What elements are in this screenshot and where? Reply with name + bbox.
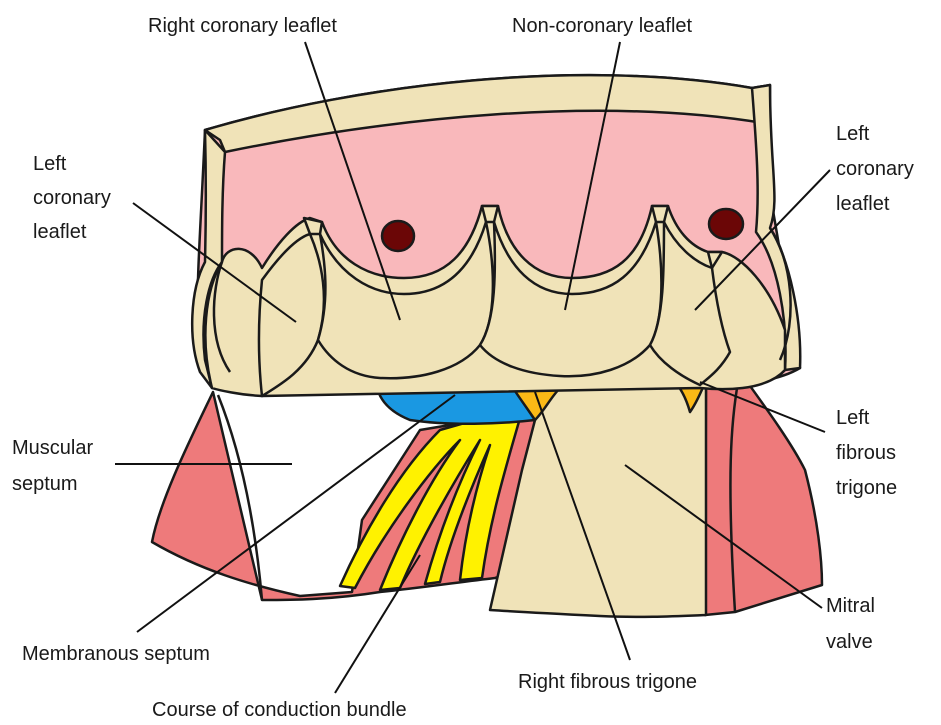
commissure-post-center (482, 206, 498, 222)
left-coronary-ostium (709, 209, 743, 239)
label-mitral-valve: Mitral valve (826, 595, 880, 653)
label-right-fibrous-trigone: Right fibrous trigone (518, 671, 697, 693)
label-left-fibrous-trigone: Left fibrous trigone (836, 407, 902, 499)
label-left-coronary-leaflet-right: Left coronary leaflet (836, 123, 919, 215)
label-left-coronary-leaflet-left: Left coronary leaflet (33, 153, 116, 243)
label-course-of-conduction-bundle: Course of conduction bundle (152, 699, 407, 721)
label-muscular-septum: Muscular septum (12, 437, 99, 495)
label-right-coronary-leaflet: Right coronary leaflet (148, 15, 337, 37)
right-coronary-ostium (382, 221, 414, 251)
commissure-post-right (652, 206, 668, 222)
label-non-coronary-leaflet: Non-coronary leaflet (512, 15, 693, 37)
label-membranous-septum: Membranous septum (22, 643, 210, 665)
